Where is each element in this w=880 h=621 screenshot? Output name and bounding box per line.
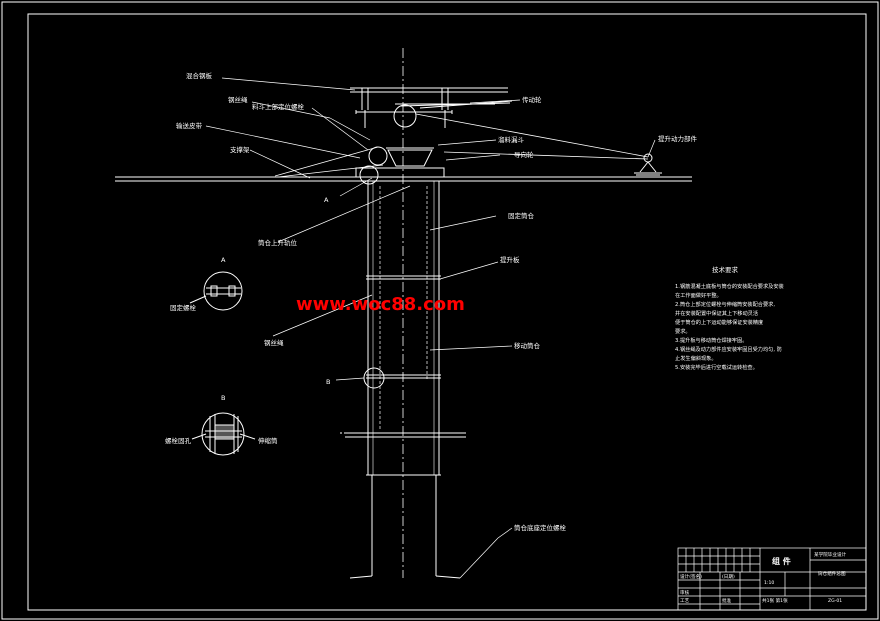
label-drive-wheel: 传动轮 [522, 95, 542, 104]
note-line-8: 4.钢丝绳及动力部件应安装牢固且受力均匀, 防 [675, 345, 782, 353]
label-moving-silo: 移动筒仓 [514, 341, 541, 350]
guide-pulley-upper [368, 146, 388, 166]
detail-a-label: A [221, 256, 226, 264]
floor-line [115, 176, 692, 182]
detail-a [189, 271, 243, 311]
titleblock-drawing-no: ZG-01 [828, 598, 842, 604]
note-line-10: 5.安装完毕后进行空载试运转检查。 [675, 363, 758, 371]
note-line-6: 要求。 [675, 327, 691, 335]
titleblock-process: 工艺 [680, 598, 690, 604]
hoist-unit [634, 153, 662, 176]
notes-title: 技术要求 [712, 265, 739, 274]
note-line-1: 1.钢筋混凝土底板与筒仓的安装配合要求及安装 [675, 282, 784, 290]
marker-a: A [324, 196, 329, 204]
note-line-5: 便于筒仓的上下运动能够保证安装精度 [675, 318, 763, 326]
detail-b [191, 412, 256, 456]
technical-notes: 技术要求 1.钢筋混凝土底板与筒仓的安装配合要求及安装 在工作面做好平整。 2.… [675, 265, 784, 371]
label-fixing-bolt: 固定螺栓 [170, 303, 197, 312]
hopper [355, 147, 445, 178]
note-line-7: 3.提升板与移动筒仓焊接牢固。 [675, 336, 747, 344]
titleblock-designer: 设计(签名) [680, 573, 702, 580]
label-guide-wheel: 导向轮 [514, 150, 534, 159]
titleblock-scale: 1:10 [764, 580, 774, 586]
wire-rope [415, 113, 649, 160]
titleblock-approve: 批准 [722, 597, 732, 604]
titleblock-school: 某学院毕业设计 [814, 551, 847, 558]
label-fixed-silo: 固定筒仓 [508, 211, 535, 220]
marker-b: B [326, 378, 330, 386]
titleblock-name: 组 件 [772, 556, 791, 566]
note-line-2: 在工作面做好平整。 [675, 291, 722, 299]
label-wire-rope-top: 钢丝绳 [228, 95, 248, 104]
label-base-bolt: 筒仓底座定位螺栓 [514, 523, 567, 532]
title-block [677, 547, 867, 611]
label-support-frame: 支撑架 [230, 145, 250, 154]
watermark: www.woc88.com [296, 294, 465, 315]
note-line-9: 止发生偏斜现象。 [675, 354, 717, 362]
titleblock-date: (日期) [722, 574, 735, 580]
leader-lines [205, 77, 656, 579]
titleblock-check: 审核 [680, 589, 690, 596]
label-wire-rope-mid: 钢丝绳 [264, 338, 284, 347]
detail-b-label: B [221, 394, 225, 402]
note-line-3: 2.筒仓上部定位螺栓与伸缩筒安装配合要求, [675, 300, 775, 308]
label-bolt-hole: 螺栓固孔 [165, 436, 192, 445]
label-hopper: 溜料漏斗 [498, 135, 525, 144]
label-lifting-plate: 提升板 [500, 255, 520, 264]
label-mixed-steel-plate: 混合钢板 [186, 71, 213, 80]
guide-pulley-lower [359, 165, 379, 185]
silo-column [340, 181, 466, 579]
label-positioning-bolt: 料斗上部定位螺栓 [252, 102, 305, 111]
label-telescopic-tube: 伸缩筒 [258, 436, 278, 445]
top-beam [350, 87, 513, 128]
inner-border [27, 13, 867, 611]
titleblock-sheet: 共1张 第1张 [762, 597, 788, 604]
label-hoist-unit: 提升动力部件 [658, 134, 698, 143]
note-line-4: 并在安装配置中保证其上下移动灵活 [675, 309, 758, 317]
drive-pulley [393, 104, 417, 128]
conveyor-belt [274, 146, 384, 178]
label-conveyor-belt: 输送皮带 [176, 121, 203, 130]
label-silo-rising: 筒仓上升轨位 [258, 238, 298, 247]
titleblock-right-title: 筒仓组件总图 [818, 570, 846, 577]
